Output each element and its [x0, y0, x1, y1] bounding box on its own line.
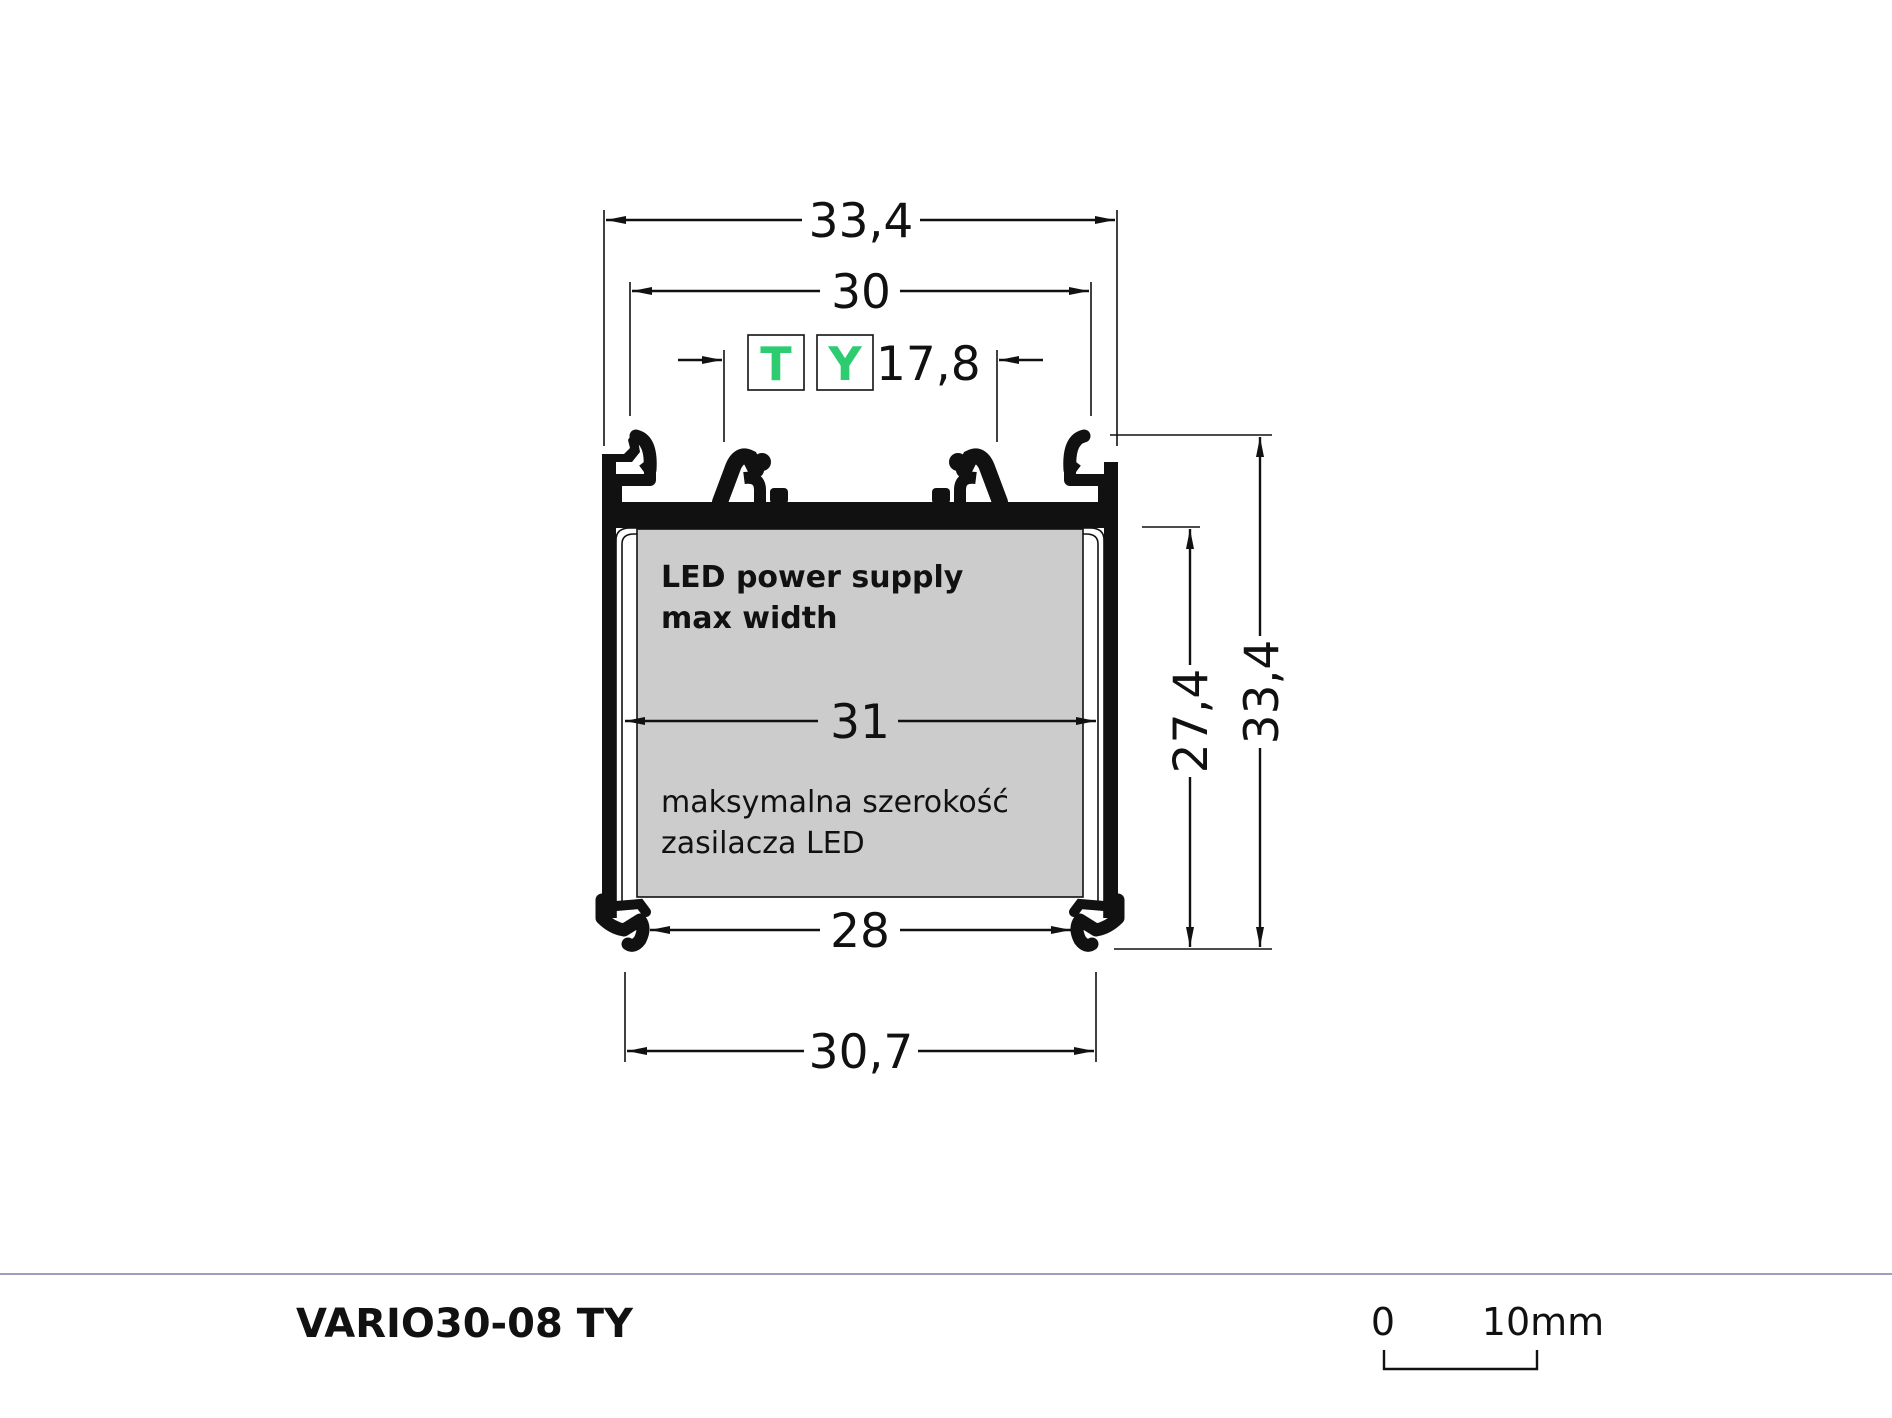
dim-outer-height: 33,4: [1235, 640, 1290, 745]
t-slot-badge: T: [747, 334, 805, 391]
scale-ten-label: 10mm: [1482, 1300, 1604, 1344]
psu-note-en-line2: max width: [661, 601, 837, 636]
profile-cross-section: [595, 429, 1125, 952]
psu-note-pl-line2: zasilacza LED: [661, 826, 865, 861]
right-mounting-groove: [932, 448, 1008, 510]
y-slot-badge: Y: [816, 334, 874, 391]
psu-note-pl-line1: maksymalna szerokość: [661, 785, 1009, 820]
dim-outer-width: 33,4: [809, 194, 914, 249]
scale-bar: 0 10mm: [1371, 1300, 1604, 1371]
scale-bar-line: [1382, 1350, 1539, 1371]
dim-inner-height: 27,4: [1164, 669, 1219, 774]
dim-psu-width: 31: [830, 695, 890, 750]
extension-lines: [603, 210, 1272, 1062]
dim-bottom-opening: 28: [830, 904, 890, 959]
product-title: VARIO30-08 TY: [296, 1301, 634, 1347]
power-supply-area: [636, 528, 1084, 898]
scale-zero-label: 0: [1371, 1300, 1395, 1344]
psu-note-en-line1: LED power supply: [661, 560, 964, 595]
dim-groove-spacing: 17,8: [876, 337, 981, 392]
left-mounting-groove: [712, 448, 788, 510]
t-slot-letter: T: [760, 337, 792, 391]
y-slot-letter: Y: [827, 337, 862, 391]
dim-bottom-width: 30,7: [809, 1025, 914, 1080]
dim-inner-width: 30: [831, 265, 891, 320]
